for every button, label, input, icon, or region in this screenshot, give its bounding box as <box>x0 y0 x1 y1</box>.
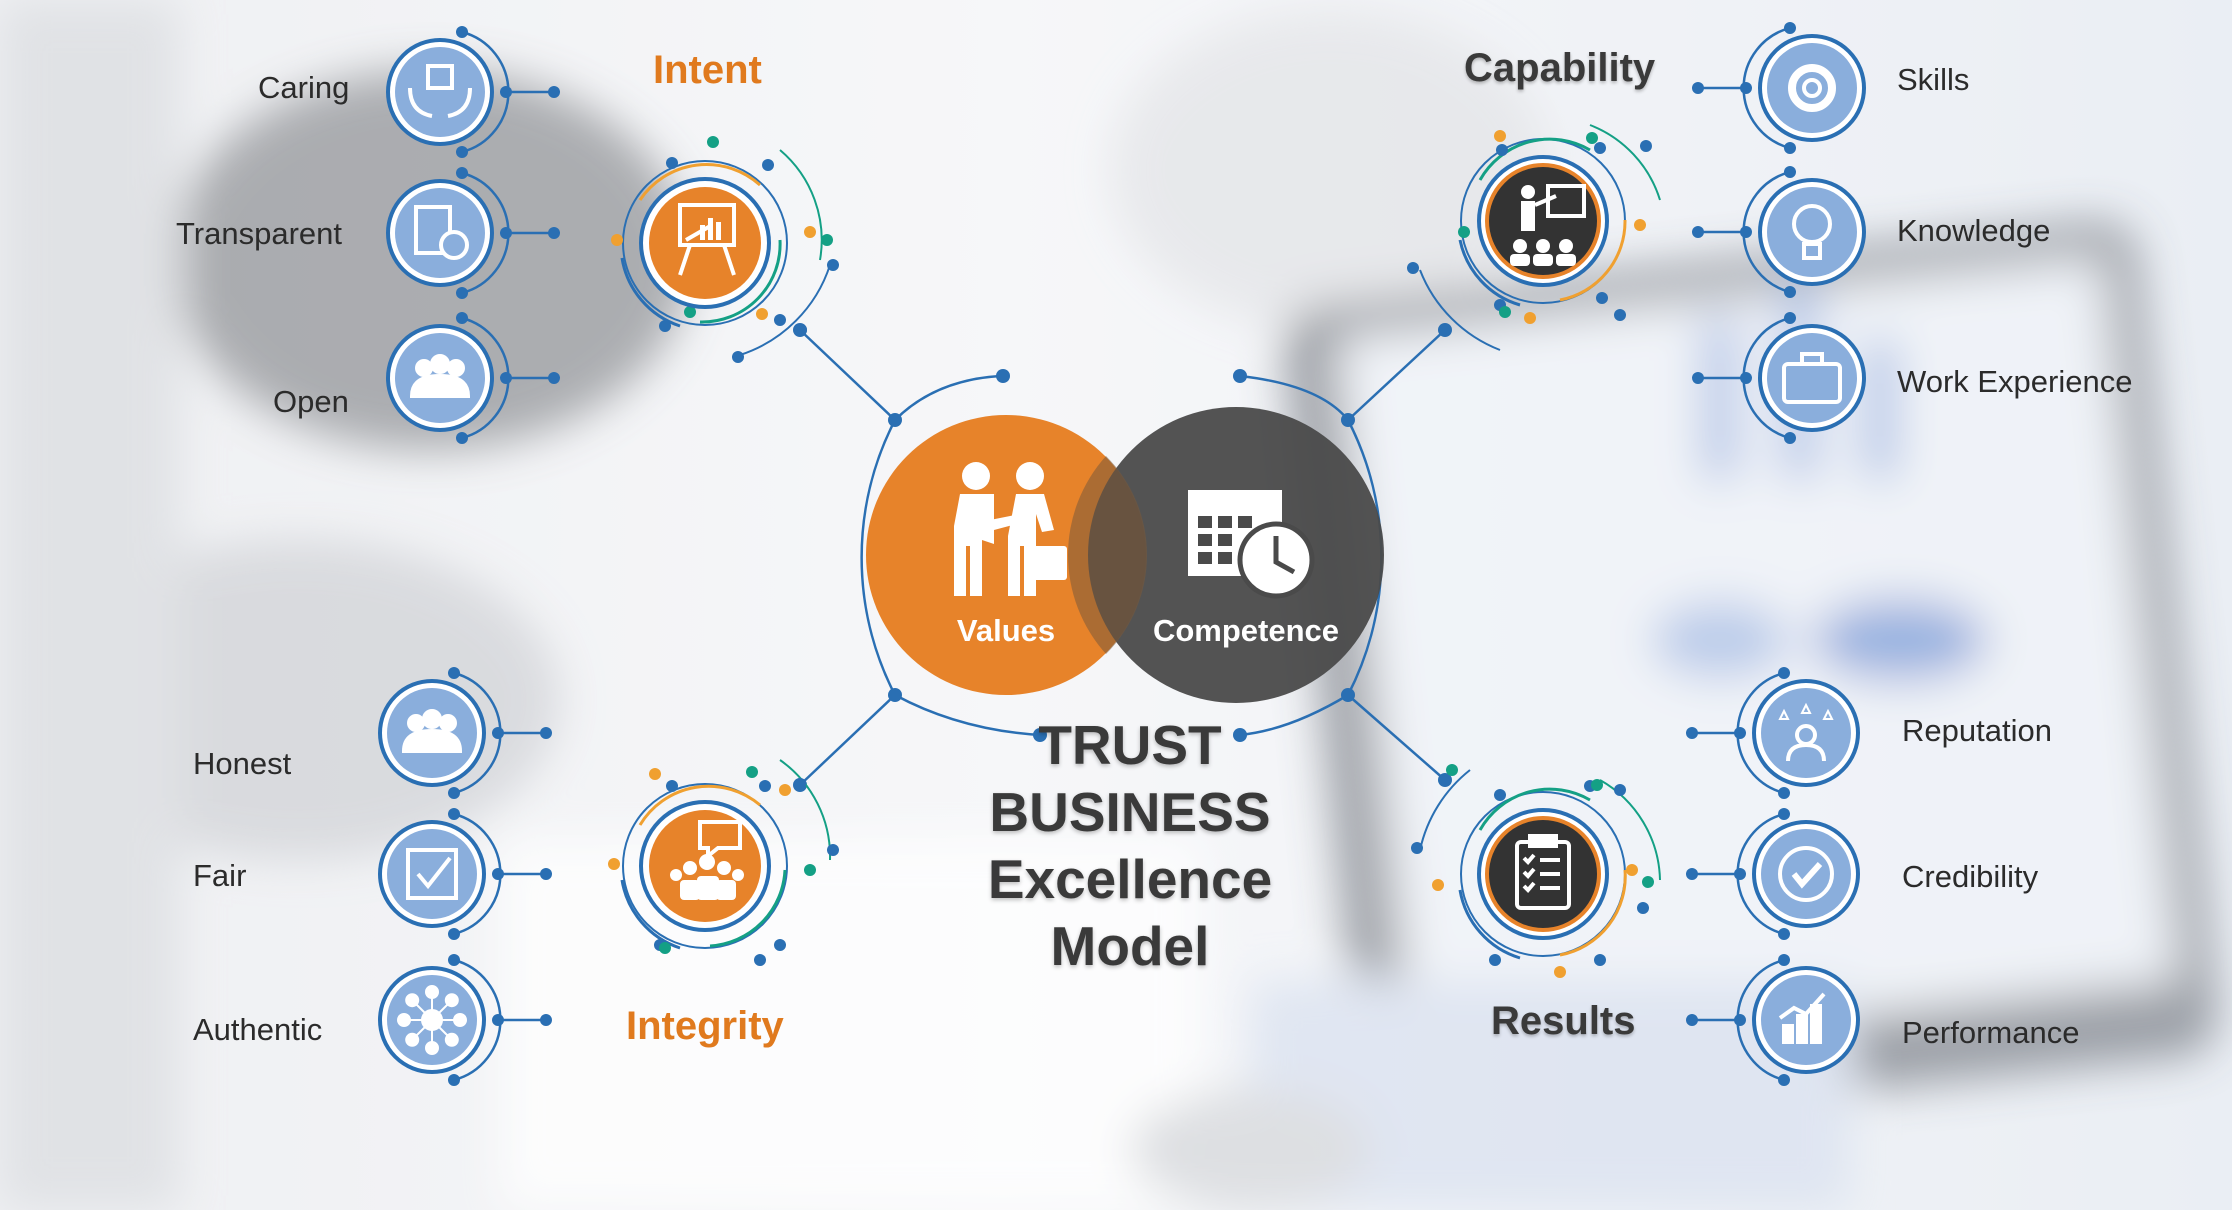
title-line-1: TRUST <box>1038 714 1222 776</box>
results-medallion <box>1411 764 1661 978</box>
integrity-label: Integrity <box>626 1004 784 1048</box>
lightbulb-icon <box>1692 166 1866 298</box>
results-label: Results <box>1491 999 1636 1043</box>
item-authentic: Authentic <box>193 1012 323 1047</box>
briefcase-icon <box>1692 312 1866 444</box>
checkbox-icon <box>378 808 552 940</box>
handshake-icon <box>378 667 552 799</box>
calculator-dollar-icon <box>386 167 560 299</box>
item-open: Open <box>273 384 349 419</box>
item-work-experience: Work Experience <box>1897 364 2133 399</box>
intent-label: Intent <box>653 48 762 92</box>
values-handshake-icon <box>954 462 1067 596</box>
model-title: TRUST BUSINESS Excellence Model <box>988 712 1272 980</box>
title-line-3: Excellence <box>987 848 1273 910</box>
values-label: Values <box>956 613 1056 648</box>
title-line-4: Model <box>1050 915 1210 977</box>
integrity-medallion <box>608 759 839 966</box>
item-icons <box>378 22 1866 1086</box>
capability-medallion <box>1407 124 1661 351</box>
item-knowledge: Knowledge <box>1897 213 2051 248</box>
item-credibility: Credibility <box>1902 859 2039 894</box>
item-transparent: Transparent <box>176 216 342 251</box>
network-hub-icon <box>378 954 552 1086</box>
item-honest: Honest <box>193 746 292 781</box>
check-badge-icon <box>1686 808 1860 940</box>
item-performance: Performance <box>1902 1015 2080 1050</box>
item-skills: Skills <box>1897 62 1970 97</box>
bar-chart-icon <box>1686 954 1860 1086</box>
item-caring: Caring <box>258 70 350 105</box>
person-stars-icon <box>1686 667 1860 799</box>
item-reputation: Reputation <box>1902 713 2052 748</box>
capability-label: Capability <box>1464 46 1656 90</box>
title-line-2: BUSINESS <box>989 781 1271 843</box>
team-icon <box>386 312 560 444</box>
competence-label: Competence <box>1152 613 1340 648</box>
competence-calendar-clock-icon <box>1188 490 1315 599</box>
gear-icon <box>1692 22 1866 154</box>
intent-medallion <box>611 136 839 363</box>
item-fair: Fair <box>193 858 247 893</box>
hands-box-icon <box>386 26 560 158</box>
